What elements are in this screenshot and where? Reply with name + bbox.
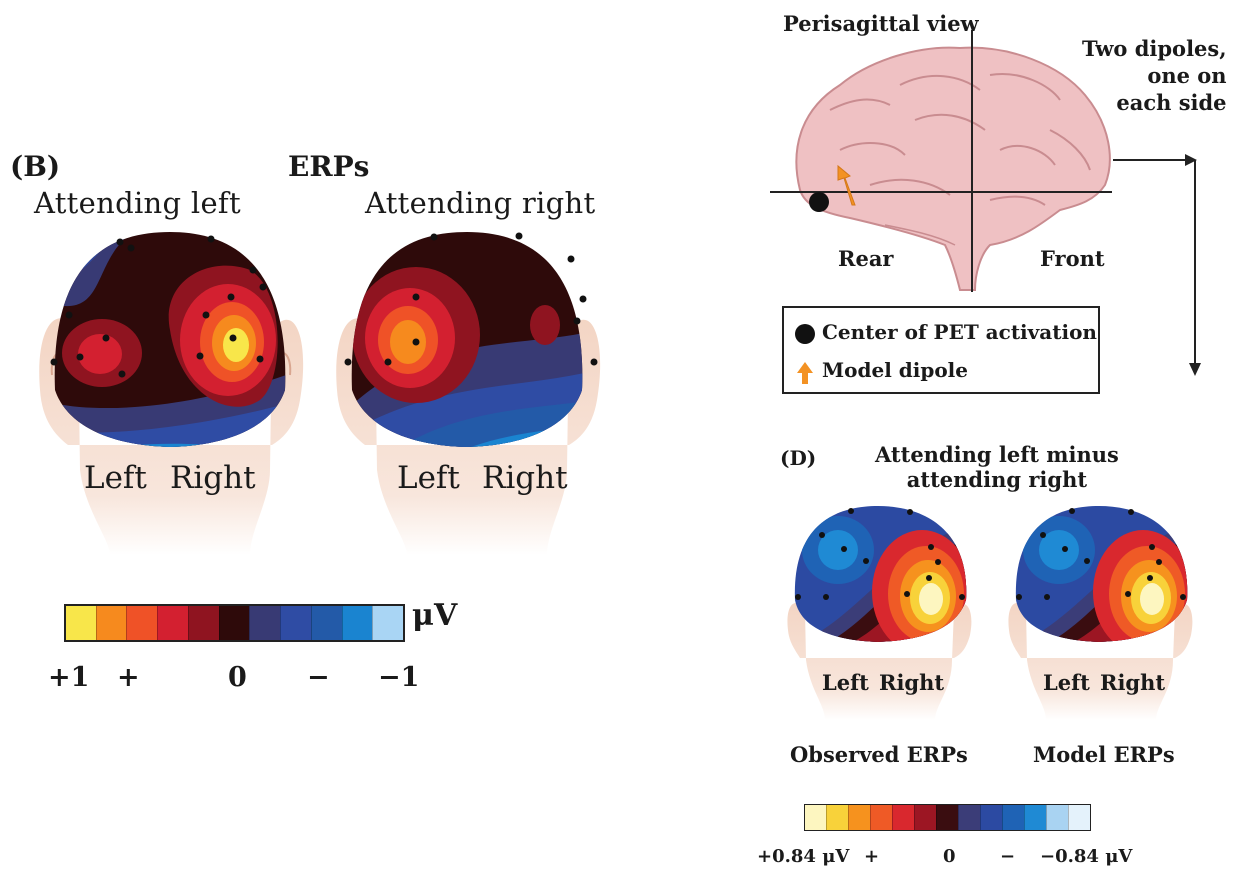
scale-swatch: [126, 606, 158, 640]
scale-swatch: [980, 805, 1002, 830]
head-skin: [787, 602, 972, 720]
scale-swatch: [280, 606, 311, 640]
dipole-arrow: [837, 164, 856, 206]
scale-swatch: [310, 606, 342, 640]
scale-swatch: [870, 805, 892, 830]
scale-swatch: [892, 805, 914, 830]
head-title-attending-right: Attending right: [365, 186, 596, 220]
scale-swatch: [1024, 805, 1046, 830]
observed-erps-caption: Observed ERPs: [790, 742, 968, 767]
panel-b-label: (B): [10, 150, 61, 183]
head-attending-right: [336, 232, 601, 555]
head-observed-erps: [787, 506, 972, 720]
panel-d-title: Attending left minus attending right: [875, 442, 1119, 492]
front-label: Front: [1040, 246, 1105, 271]
legend-text: Center of PET activation: [822, 320, 1097, 344]
scale-swatch: [1046, 805, 1068, 830]
scale-swatch: [848, 805, 870, 830]
head-left-label: Left: [397, 460, 460, 496]
scale-swatch: [187, 606, 219, 640]
head-left-label: Left: [822, 670, 869, 695]
panel-d-label: (D): [780, 446, 817, 470]
scale-tick: −: [307, 662, 330, 693]
head-left-label: Left: [1043, 670, 1090, 695]
scale-unit: μV: [412, 598, 458, 633]
panel-c-legend: Center of PET activation Model dipole: [782, 306, 1100, 394]
head-right-label: Right: [879, 670, 945, 695]
scale-tick: 0: [943, 846, 956, 867]
two-dipoles-note: Two dipoles, one on each side: [1082, 36, 1227, 115]
scale-tick: +: [117, 662, 140, 693]
legend-item-pet: Center of PET activation: [794, 320, 1097, 345]
scale-swatch: [372, 606, 404, 640]
head-model-erps: [1008, 506, 1193, 720]
scale-swatch: [1068, 805, 1090, 830]
scale-swatch: [936, 805, 958, 830]
color-scale-b: [64, 604, 405, 642]
scale-swatch: [805, 805, 826, 830]
scale-swatch: [1002, 805, 1024, 830]
pet-center-icon: [794, 323, 816, 345]
legend-text: Model dipole: [822, 358, 968, 382]
pet-center-dot: [809, 192, 829, 212]
scale-swatch: [958, 805, 980, 830]
head-attending-left: [39, 232, 304, 555]
dipole-arrow-icon: [794, 361, 816, 384]
scale-swatch: [341, 606, 373, 640]
brain-outline: [795, 46, 1111, 291]
scale-tick: −1: [378, 662, 420, 693]
scale-swatch: [157, 606, 188, 640]
color-scale-d: [804, 804, 1091, 831]
scale-tick: +: [864, 846, 880, 867]
panel-b-title: ERPs: [288, 150, 370, 183]
rear-label: Rear: [838, 246, 894, 271]
scale-swatch: [95, 606, 127, 640]
head-skin: [336, 318, 601, 555]
scale-swatch: [249, 606, 281, 640]
head-skin: [1008, 602, 1193, 720]
scale-swatch: [66, 606, 96, 640]
head-right-label: Right: [1100, 670, 1166, 695]
head-left-label: Left: [84, 460, 147, 496]
brain-sagittal-view: [770, 30, 1201, 376]
head-skin: [39, 318, 304, 555]
model-erps-caption: Model ERPs: [1033, 742, 1175, 767]
scale-tick: −0.84 μV: [1040, 846, 1133, 867]
scale-tick: +1: [48, 662, 90, 693]
scale-tick: +0.84 μV: [757, 846, 850, 867]
head-right-label: Right: [170, 460, 256, 496]
scale-swatch: [914, 805, 936, 830]
scale-tick: −: [1000, 846, 1016, 867]
head-right-label: Right: [482, 460, 568, 496]
scale-swatch: [218, 606, 250, 640]
legend-item-dipole: Model dipole: [794, 358, 968, 384]
perisagittal-view-label: Perisagittal view: [783, 11, 979, 36]
head-title-attending-left: Attending left: [34, 186, 241, 220]
scale-swatch: [826, 805, 848, 830]
scale-tick: 0: [228, 662, 247, 693]
